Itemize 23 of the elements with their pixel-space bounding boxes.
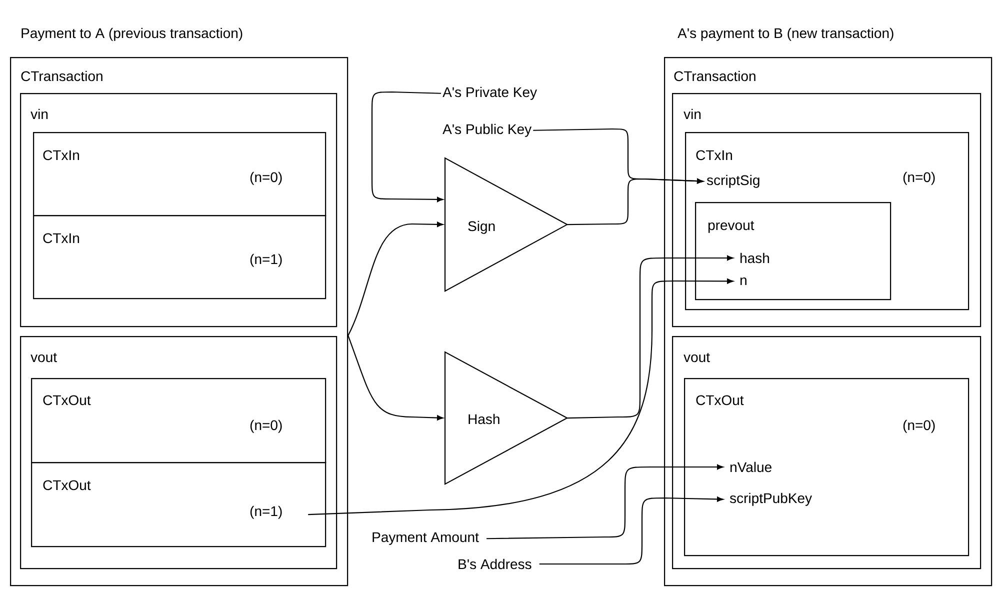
field-label: nValue xyxy=(730,462,772,472)
field-label: scriptPubKey xyxy=(730,492,812,506)
record-box: CTxOut (n=1) xyxy=(31,462,326,548)
arrow xyxy=(486,464,724,540)
record-box: CTxOut (n=0) xyxy=(31,378,326,464)
arrow xyxy=(567,178,704,226)
record-box: CTxIn (n=1) xyxy=(33,215,326,300)
arrow xyxy=(308,278,734,516)
node-label: Payment to A (previous transaction) xyxy=(22,28,242,41)
field-label: B's Address xyxy=(458,558,532,570)
node-label: A's payment to B (new transaction) xyxy=(678,28,894,41)
field-label: scriptSig xyxy=(706,174,760,188)
field-label: n xyxy=(740,277,746,285)
arrow xyxy=(567,255,734,419)
field-label: A's Private Key xyxy=(442,86,537,100)
field-label: Payment Amount xyxy=(372,532,479,545)
record-box: CTxIn (n=0) xyxy=(33,132,326,216)
field-label: A's Public Key xyxy=(442,124,532,137)
arrow xyxy=(371,91,444,202)
arrow xyxy=(348,222,444,336)
arrow xyxy=(539,496,724,565)
field-label: hash xyxy=(740,252,769,264)
arrow xyxy=(348,335,444,420)
